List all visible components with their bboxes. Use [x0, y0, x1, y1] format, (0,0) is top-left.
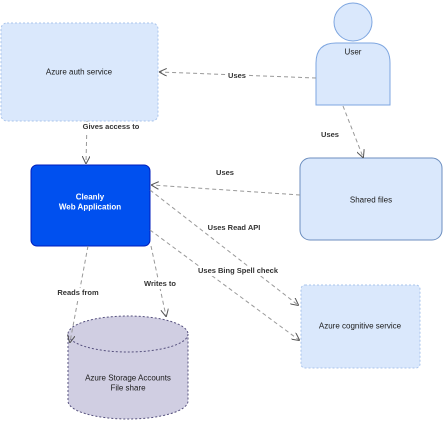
user-label: User — [344, 47, 362, 57]
web-app-label-line2: Web Application — [58, 202, 122, 212]
user-body — [315, 42, 391, 106]
web-app-label-line1: Cleanly — [75, 192, 105, 202]
edge-user-to-shared — [342, 105, 363, 157]
edge-label-spellcheck: Uses Bing Spell check — [196, 266, 280, 276]
azure-auth-label: Azure auth service — [45, 67, 113, 77]
shared-files-node[interactable] — [299, 157, 443, 241]
cognitive-service-label: Azure cognitive service — [318, 321, 402, 331]
edge-app-spellcheck — [149, 229, 299, 340]
cognitive-service-node[interactable] — [300, 284, 421, 369]
edge-label-shared-to-app: Uses — [215, 168, 235, 178]
web-application-node[interactable] — [30, 164, 151, 247]
user-head — [333, 2, 373, 42]
edge-label-read-api: Uses Read API — [206, 223, 262, 233]
edge-label-auth-to-app: Gives access to — [81, 122, 141, 132]
edge-shared-to-app — [152, 185, 301, 196]
user-actor[interactable] — [315, 2, 391, 106]
edge-label-writes-to: Writes to — [143, 279, 177, 289]
storage-label-line1: Azure Storage Accounts — [85, 373, 171, 383]
storage-top — [67, 315, 189, 353]
shared-files-label: Shared files — [349, 195, 393, 205]
storage-body — [67, 334, 189, 420]
storage-cylinder[interactable] — [67, 315, 189, 420]
azure-auth-node[interactable] — [0, 22, 159, 122]
storage-label-line2: File share — [110, 383, 146, 393]
edge-app-read-api — [149, 189, 298, 305]
edge-label-reads-from: Reads from — [56, 288, 100, 298]
edge-label-user-to-auth: Uses — [227, 71, 247, 81]
edge-storage-to-app — [70, 245, 89, 342]
edge-label-user-to-shared: Uses — [320, 130, 340, 140]
